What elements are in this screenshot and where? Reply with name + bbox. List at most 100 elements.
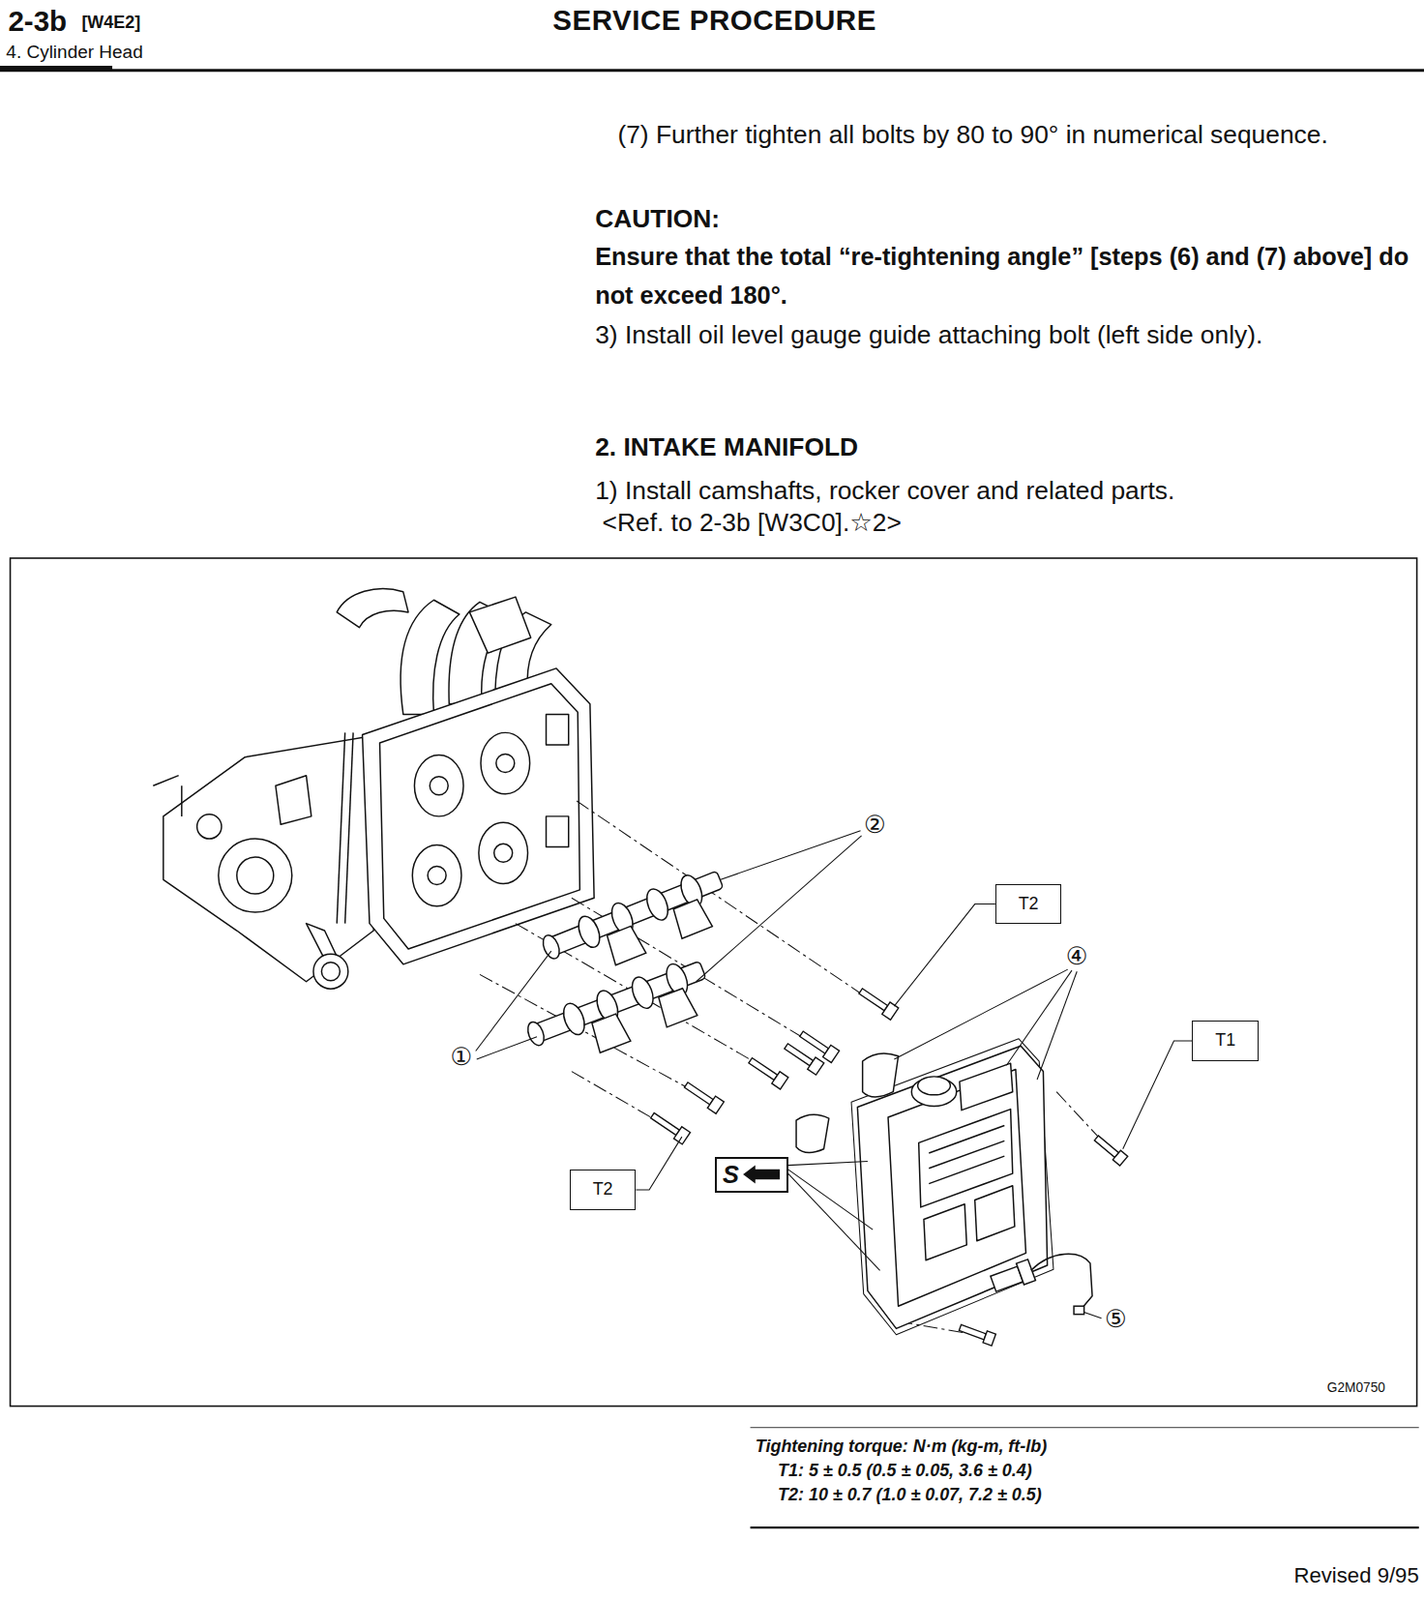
procedure-step: 1) Install camshafts, rocker cover and r… [594, 475, 1175, 507]
dash-dot-guide [479, 974, 705, 1098]
bolt [784, 1043, 814, 1067]
bolt [1092, 1133, 1128, 1166]
rocker-cover [918, 1076, 951, 1096]
procedure-step: 3) Install oil level gauge guide attachi… [594, 318, 1420, 354]
sensor [989, 1253, 1093, 1314]
leader-line [475, 950, 552, 1051]
leader-line [893, 904, 995, 1007]
cylinder-head [336, 732, 345, 923]
bolt [823, 1044, 840, 1063]
page-rule [10, 558, 1418, 1407]
cylinder-head [546, 816, 569, 848]
section-name: 4. Cylinder Head [5, 41, 143, 64]
callout-number: ⑤ [1104, 1307, 1128, 1333]
leader-line [788, 1160, 868, 1165]
cylinder-head [237, 857, 274, 894]
dash-dot-guide [576, 801, 878, 1006]
leader-line [696, 835, 862, 982]
bolt [857, 984, 899, 1020]
rocker-cover [796, 1038, 1054, 1335]
torque-code: T1 [1215, 1031, 1236, 1051]
torque-heading: Tightening torque: N·m (kg-m, ft-lb) [755, 1436, 1047, 1458]
bolt [982, 1331, 996, 1346]
bolt [748, 1058, 778, 1081]
cross-reference: <Ref. to 2-3b [W3C0].☆2> [602, 507, 902, 539]
sensor [1073, 1305, 1085, 1314]
bolt [651, 1113, 681, 1136]
cylinder-head [345, 732, 354, 923]
cylinder-head [313, 953, 349, 989]
rocker-cover [796, 1114, 830, 1153]
page-rule [0, 68, 1424, 1528]
sensor [1016, 1259, 1037, 1285]
leader-line [1037, 971, 1077, 1080]
cylinder-head [414, 755, 464, 817]
cylinder-head [275, 775, 312, 826]
bolt [1094, 1135, 1119, 1157]
cylinder-head [412, 844, 462, 906]
rocker-cover [928, 1156, 1005, 1184]
page-rule [0, 65, 113, 71]
figure-code: G2M0750 [1327, 1380, 1386, 1396]
callout-number: ④ [1066, 944, 1089, 969]
bolt [957, 1322, 996, 1347]
leader-line [475, 830, 1193, 1319]
camshaft [642, 886, 672, 923]
caution-text: Ensure that the total “re-tightening ang… [594, 237, 1420, 315]
cylinder-head [321, 962, 340, 981]
cylinder-head [429, 776, 448, 796]
callout-number: ① [450, 1045, 474, 1070]
rocker-cover [888, 1068, 1026, 1306]
bolt [674, 1127, 691, 1145]
bolt [648, 1109, 690, 1145]
camshaft [559, 1000, 589, 1038]
bolt [859, 988, 889, 1011]
section-number: 2-3b [7, 3, 67, 38]
callout-number: ② [863, 812, 887, 837]
rocker-cover [919, 1109, 1013, 1208]
leader-line [1006, 970, 1072, 1066]
torque-value: T1: 5 ± 0.5 (0.5 ± 0.05, 3.6 ± 0.4) [777, 1460, 1033, 1483]
cylinder-head [336, 589, 409, 628]
bolt [746, 1054, 789, 1090]
bolt [807, 1057, 825, 1075]
cylinder-head [218, 838, 293, 913]
leader-line [476, 1037, 537, 1060]
bolt [1112, 1150, 1128, 1166]
sealant-symbol: S [714, 1157, 789, 1194]
sensor [989, 1259, 1037, 1295]
rocker-cover [862, 1053, 899, 1098]
bolt [771, 1071, 789, 1090]
rocker-cover [851, 1038, 1054, 1335]
bolt [683, 1082, 713, 1105]
cylinder-head [362, 668, 595, 965]
camshaft [604, 924, 647, 966]
cylinder-head [494, 843, 513, 862]
camshaft [655, 986, 698, 1028]
rocker-cover [928, 1140, 1005, 1168]
leader-line [788, 1169, 874, 1230]
torque-tag: T2 [995, 884, 1063, 924]
camshaft [523, 954, 717, 1075]
cylinder-head [152, 775, 178, 787]
camshaft [539, 932, 563, 961]
cylinder-head [163, 737, 374, 982]
revision-note: Revised 9/95 [1294, 1563, 1420, 1590]
sensor [1031, 1253, 1093, 1308]
cylinder-head [152, 589, 594, 990]
camshaft [525, 1019, 548, 1048]
bolt [958, 1324, 986, 1339]
page-rule [750, 1526, 1420, 1529]
cylinder-head [180, 785, 182, 817]
bolt [882, 1002, 899, 1020]
bolt [707, 1096, 724, 1114]
arrow-symbol [742, 1165, 780, 1185]
camshaft [523, 863, 736, 1074]
camshaft [589, 1012, 631, 1054]
rocker-cover [928, 1125, 1005, 1153]
page-rule [750, 1426, 1420, 1428]
procedure-step: (7) Further tighten all bolts by 80 to 9… [617, 118, 1417, 152]
cylinder-head [480, 732, 531, 794]
camshaft [574, 913, 604, 950]
